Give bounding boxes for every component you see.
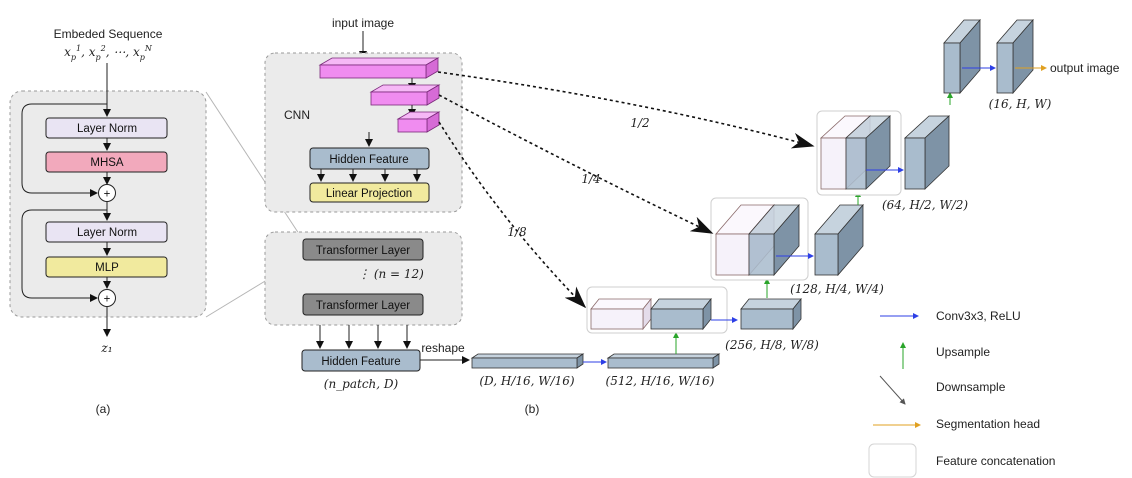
- dim-256-label: (256, H/8, W/8): [725, 338, 819, 352]
- feature-512-block: [606, 353, 721, 369]
- dim-d-label: (D, H/16, W/16): [479, 374, 575, 388]
- decoder-feature-eighth: [650, 297, 712, 331]
- add-node-2: [98, 289, 116, 307]
- output-feature-block-2: [996, 18, 1034, 95]
- feature-128-block: [814, 203, 864, 277]
- dim-16-label: (16, H, W): [989, 97, 1052, 111]
- hidden-feature-top-box: [309, 147, 430, 170]
- cnn-feature-3: [396, 111, 441, 133]
- residual-connection-1: [21, 103, 107, 197]
- output-z1: z₁: [100, 341, 112, 355]
- residual-connection-2: [21, 209, 107, 302]
- hidden-feature-bottom-label: Hidden Feature: [321, 356, 400, 368]
- add-node-2-label: +: [104, 294, 111, 306]
- dim-64-label: (64, H/2, W/2): [882, 198, 968, 212]
- legend-conv-label: Conv3x3, ReLU: [936, 309, 1021, 323]
- transformer-to-hidden-arrows: [316, 325, 411, 349]
- decoder-feature-quarter: [748, 203, 800, 277]
- add-node-1: [98, 184, 116, 202]
- transformer-layer-1-box[interactable]: [302, 238, 424, 261]
- input-image-label: input image: [332, 16, 394, 30]
- feature-64-block: [903, 115, 951, 190]
- mlp-label: MLP: [95, 262, 119, 274]
- legend-concat-swatch: [868, 443, 917, 478]
- linear-projection-label: Linear Projection: [326, 188, 412, 200]
- caption-a: (a): [96, 402, 111, 416]
- layer-norm-2-label: Layer Norm: [77, 227, 137, 239]
- skip-connection-eighth: [438, 121, 587, 309]
- mhsa-label: MHSA: [90, 157, 124, 169]
- embedded-sequence-title: Embeded Sequence: [54, 27, 163, 41]
- cnn-label: CNN: [284, 108, 310, 122]
- skip-half-label: 1/2: [630, 116, 649, 130]
- legend-downsample-label: Downsample: [936, 380, 1006, 394]
- cnn-feature-1: [318, 57, 440, 79]
- output-image-label: output image: [1050, 61, 1120, 75]
- transformer-layer-2-label: Transformer Layer: [316, 300, 410, 312]
- zoom-line-top: [205, 91, 304, 241]
- reshape-label: reshape: [421, 341, 465, 355]
- feature-256-block: [740, 297, 802, 331]
- cnn-feature-2: [369, 84, 441, 106]
- legend-concat-label: Feature concatenation: [936, 454, 1055, 468]
- hidden-to-projection-arrows: [317, 169, 421, 182]
- skip-feature-eighth: [590, 297, 652, 331]
- reshaped-feature-block: [470, 353, 585, 369]
- transformer-repeat-label: ⋮ (n = 12): [358, 267, 424, 281]
- caption-b: (b): [525, 402, 540, 416]
- legend-upsample-label: Upsample: [936, 345, 990, 359]
- skip-connection-half: [437, 71, 815, 149]
- hidden-feature-top-label: Hidden Feature: [329, 154, 408, 166]
- skip-eighth-label: 1/8: [507, 225, 527, 239]
- transformer-layer-1-label: Transformer Layer: [316, 245, 410, 257]
- hidden-feature-dims: (n_patch, D): [324, 377, 399, 391]
- legend: Conv3x3, ReLU Upsample Downsample Segmen…: [868, 309, 1055, 478]
- decoder-feature-half: [844, 115, 892, 190]
- embedded-sequence-formula: xp1, xp2, ⋯, xpN: [64, 44, 153, 62]
- legend-seghead-label: Segmentation head: [936, 417, 1040, 431]
- add-node-1-label: +: [104, 189, 111, 201]
- layer-norm-1-label: Layer Norm: [77, 123, 137, 135]
- legend-downsample-swatch: [879, 375, 906, 405]
- dim-512-label: (512, H/16, W/16): [606, 374, 715, 388]
- skip-quarter-label: 1/4: [581, 172, 600, 186]
- dim-128-label: (128, H/4, W/4): [790, 282, 884, 296]
- linear-projection-box: [309, 182, 430, 203]
- output-feature-block-1: [943, 18, 981, 95]
- transformer-layer-2-box[interactable]: [302, 293, 424, 316]
- skip-connection-quarter: [438, 94, 714, 234]
